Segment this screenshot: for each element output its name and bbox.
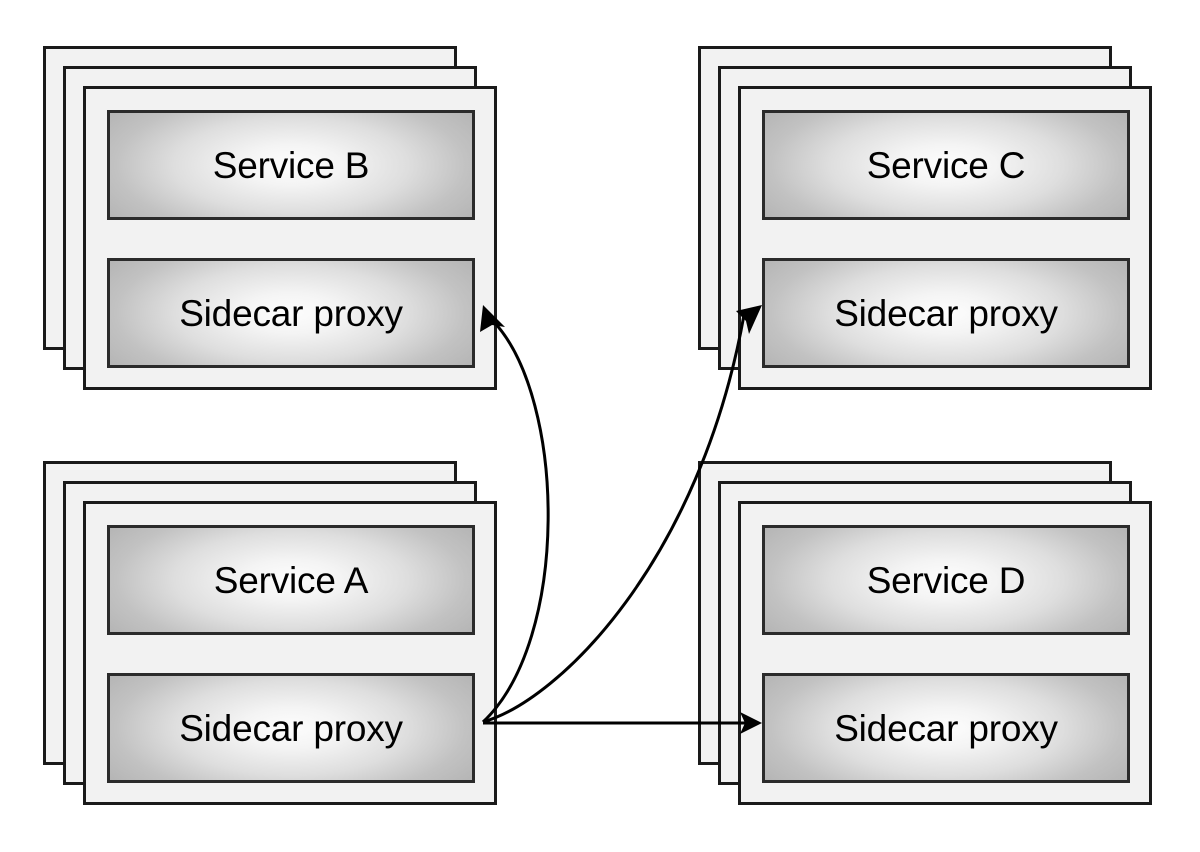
- service-label: Service D: [866, 559, 1026, 601]
- sidecar-proxy-box[interactable]: Sidecar proxy: [762, 673, 1130, 783]
- replica-card-front[interactable]: Service D Sidecar proxy: [738, 501, 1152, 805]
- service-group-service-d[interactable]: Service D Sidecar proxy: [698, 461, 1152, 805]
- service-box[interactable]: Service A: [107, 525, 475, 635]
- sidecar-proxy-box[interactable]: Sidecar proxy: [107, 673, 475, 783]
- service-box[interactable]: Service B: [107, 110, 475, 220]
- service-group-service-c[interactable]: Service C Sidecar proxy: [698, 46, 1152, 390]
- sidecar-label: Sidecar proxy: [179, 292, 403, 334]
- sidecar-proxy-box[interactable]: Sidecar proxy: [762, 258, 1130, 368]
- replica-card-front[interactable]: Service B Sidecar proxy: [83, 86, 497, 390]
- service-label: Service A: [213, 559, 369, 601]
- service-group-service-b[interactable]: Service B Sidecar proxy: [43, 46, 497, 390]
- service-label: Service B: [212, 144, 370, 186]
- service-box[interactable]: Service D: [762, 525, 1130, 635]
- replica-card-front[interactable]: Service C Sidecar proxy: [738, 86, 1152, 390]
- service-group-service-a[interactable]: Service A Sidecar proxy: [43, 461, 497, 805]
- service-box[interactable]: Service C: [762, 110, 1130, 220]
- service-label: Service C: [866, 144, 1026, 186]
- sidecar-proxy-box[interactable]: Sidecar proxy: [107, 258, 475, 368]
- sidecar-label: Sidecar proxy: [834, 707, 1058, 749]
- sidecar-label: Sidecar proxy: [179, 707, 403, 749]
- sidecar-label: Sidecar proxy: [834, 292, 1058, 334]
- replica-card-front[interactable]: Service A Sidecar proxy: [83, 501, 497, 805]
